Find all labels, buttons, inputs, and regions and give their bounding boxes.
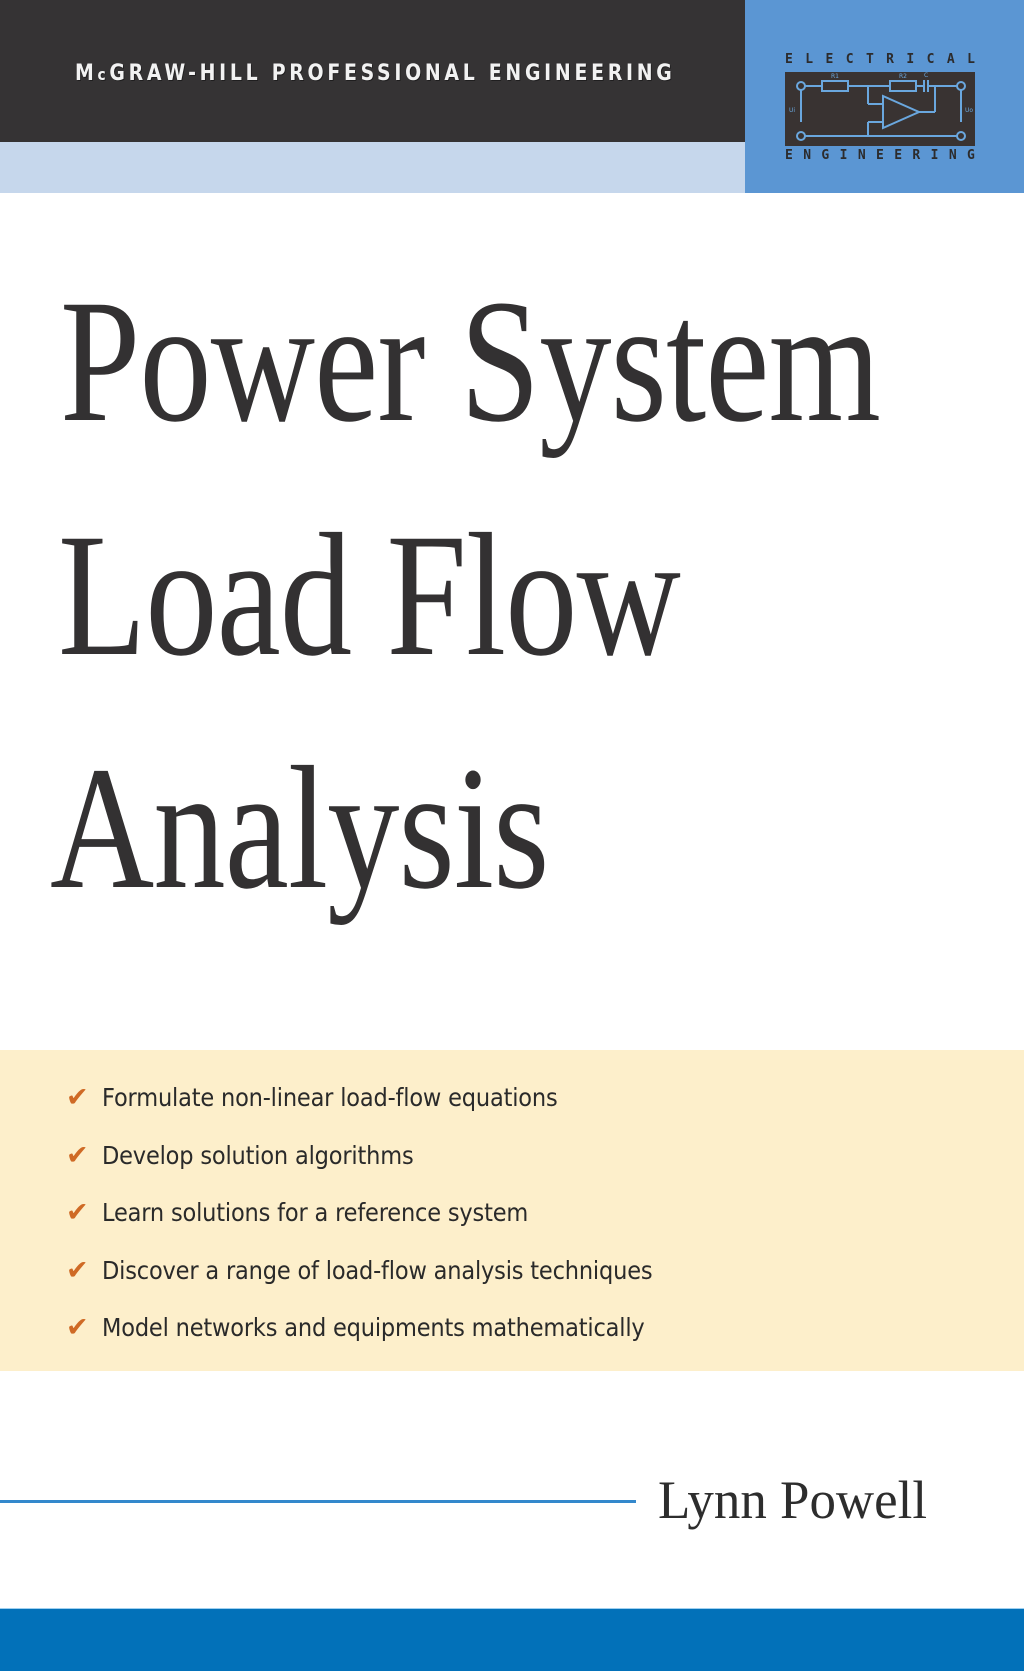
checkmark-icon: ✔ <box>66 1082 89 1113</box>
logo-letter: E <box>876 148 884 163</box>
logo-word-engineering: E N G I N E E R I N G <box>785 149 975 163</box>
logo-letter: C <box>926 52 935 67</box>
svg-text:R1: R1 <box>831 73 839 80</box>
feature-text: Model networks and equipments mathematic… <box>102 1313 645 1342</box>
logo-letter: L <box>805 52 814 67</box>
svg-text:Uo: Uo <box>965 107 973 114</box>
checkmark-icon: ✔ <box>66 1312 89 1343</box>
feature-text: Formulate non-linear load-flow equations <box>102 1083 558 1112</box>
logo-letter: G <box>821 148 830 163</box>
logo-letter: A <box>946 52 955 67</box>
op-amp-circuit-icon: R1 R2 C Ui Uo <box>785 72 975 146</box>
logo-letter: C <box>845 52 854 67</box>
book-title-line-2: Load Flow <box>58 498 681 693</box>
logo-letter: T <box>865 52 874 67</box>
svg-text:C: C <box>924 72 928 79</box>
series-label-m: M <box>75 61 98 86</box>
series-accent-band <box>0 142 745 193</box>
feature-list: ✔ Formulate non-linear load-flow equatio… <box>66 1082 714 1370</box>
book-title-line-1: Power System <box>60 264 881 459</box>
logo-letter: E <box>785 52 793 67</box>
series-header-band <box>0 0 745 142</box>
logo-letter: I <box>906 52 915 67</box>
features-box: ✔ Formulate non-linear load-flow equatio… <box>0 1050 1024 1371</box>
logo-letter: N <box>948 148 957 163</box>
footer-bar <box>0 1608 1024 1671</box>
series-label-c: c <box>97 65 110 84</box>
feature-item: ✔ Formulate non-linear load-flow equatio… <box>66 1082 714 1140</box>
feature-text: Discover a range of load-flow analysis t… <box>102 1255 653 1285</box>
logo-letter: R <box>912 148 921 163</box>
logo-letter: E <box>894 148 903 163</box>
feature-item: ✔ Learn solutions for a reference system <box>66 1197 714 1255</box>
feature-item: ✔ Model networks and equipments mathemat… <box>66 1312 714 1370</box>
logo-letter: I <box>839 148 848 163</box>
checkmark-icon: ✔ <box>66 1254 89 1286</box>
book-title-line-3: Analysis <box>50 731 549 926</box>
svg-text:R2: R2 <box>899 73 907 80</box>
feature-text: Learn solutions for a reference system <box>102 1198 529 1227</box>
logo-letter: E <box>825 52 834 67</box>
svg-text:Ui: Ui <box>789 107 795 114</box>
logo-word-electrical: E L E C T R I C A L <box>785 53 975 67</box>
checkmark-icon: ✔ <box>66 1197 89 1228</box>
checkmark-icon: ✔ <box>66 1139 89 1171</box>
feature-item: ✔ Discover a range of load-flow analysis… <box>66 1255 714 1313</box>
logo-letter: R <box>886 52 894 67</box>
logo-letter: I <box>930 148 939 163</box>
logo-letter: N <box>857 148 866 163</box>
author-name: Lynn Powell <box>658 1470 928 1530</box>
logo-letter: E <box>785 148 793 163</box>
feature-text: Develop solution algorithms <box>102 1140 414 1170</box>
logo-letter: L <box>967 52 975 67</box>
electrical-engineering-logo: E L E C T R I C A L <box>745 0 1024 193</box>
author-divider-rule <box>0 1500 636 1503</box>
series-label-rest: GRAW-HILL PROFESSIONAL ENGINEERING <box>109 61 676 86</box>
feature-item: ✔ Develop solution algorithms <box>66 1140 714 1198</box>
logo-letter: G <box>967 148 975 163</box>
publisher-series-label: McGRAW-HILL PROFESSIONAL ENGINEERING <box>75 60 675 89</box>
logo-letter: N <box>803 148 812 163</box>
